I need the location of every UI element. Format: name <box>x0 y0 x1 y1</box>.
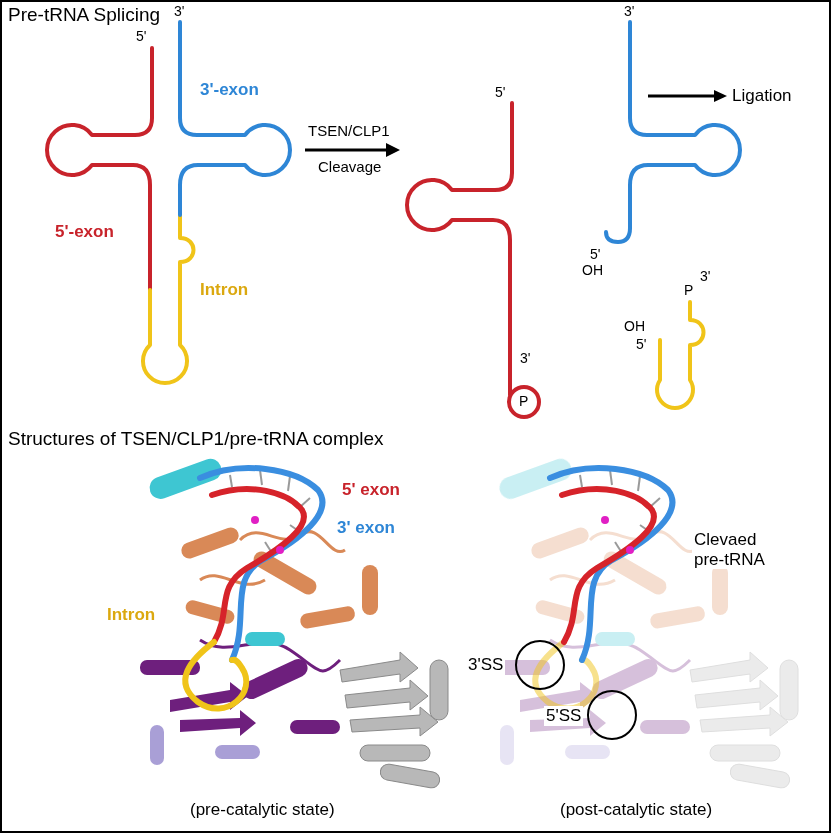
three-prime-exon <box>606 22 740 242</box>
label-text: 3' <box>700 268 710 284</box>
three-prime-exon-part <box>606 228 630 242</box>
pre-trna-part <box>47 48 152 290</box>
label-text: 5' <box>495 84 505 100</box>
pre-catalytic-structure-part <box>140 456 448 789</box>
label-text: 5'SS <box>544 706 583 726</box>
label-text: Cleavage <box>318 158 381 175</box>
pre-trna-part <box>180 22 290 215</box>
ligation-arrow-part <box>648 95 716 98</box>
label-text: Intron <box>105 605 157 625</box>
five-prime-exon-part <box>509 387 539 417</box>
label-text: P <box>684 282 693 298</box>
label-text: TSEN/CLP1 <box>308 122 390 139</box>
pre-catalytic-structure-part <box>185 642 246 709</box>
label-text: 5' <box>636 336 646 352</box>
cleavage-arrow <box>305 143 400 157</box>
five-prime-exon <box>407 103 539 417</box>
post-catalytic-structure-part <box>490 456 798 789</box>
post-catalytic-structure-part <box>550 468 672 660</box>
excised-intron <box>657 302 704 408</box>
label-text: 3' <box>174 3 184 19</box>
label-text: 3' <box>520 350 530 366</box>
ligation-arrow <box>648 90 727 102</box>
label-text: 3' <box>624 3 634 19</box>
pre-trna-part <box>143 215 194 383</box>
five-prime-exon-part <box>407 103 512 395</box>
label-text: Structures of TSEN/CLP1/pre-tRNA complex <box>8 428 384 450</box>
label-text: Intron <box>200 280 248 300</box>
cleavage-arrow-part <box>386 143 400 157</box>
ligation-arrow-part <box>714 90 727 102</box>
label-text: (pre-catalytic state) <box>190 800 335 820</box>
label-text: OH <box>624 318 645 334</box>
label-text: 5' <box>590 246 600 262</box>
label-text: Ligation <box>732 86 792 106</box>
label-text: 3'-exon <box>200 80 259 100</box>
label-text: 5' exon <box>340 480 402 500</box>
splice-site-circle <box>516 641 564 689</box>
label-text: 3' exon <box>335 518 397 538</box>
label-text: Clevaed pre-tRNA <box>692 530 791 569</box>
pre-catalytic-structure <box>140 456 448 789</box>
label-text: 3'SS <box>466 655 505 675</box>
label-text: 5'-exon <box>55 222 114 242</box>
splice-site-circle <box>588 691 636 739</box>
post-catalytic-structure <box>490 456 798 789</box>
pre-catalytic-structure-part <box>200 468 322 660</box>
cleavage-arrow-part <box>305 149 388 152</box>
label-text: Pre-tRNA Splicing <box>8 4 160 26</box>
structures <box>140 456 798 789</box>
label-text: (post-catalytic state) <box>560 800 712 820</box>
pre-trna <box>47 22 290 383</box>
three-prime-exon-part <box>630 22 740 228</box>
label-text: P <box>519 393 528 409</box>
label-text: 5' <box>136 28 146 44</box>
label-text: OH <box>582 262 603 278</box>
